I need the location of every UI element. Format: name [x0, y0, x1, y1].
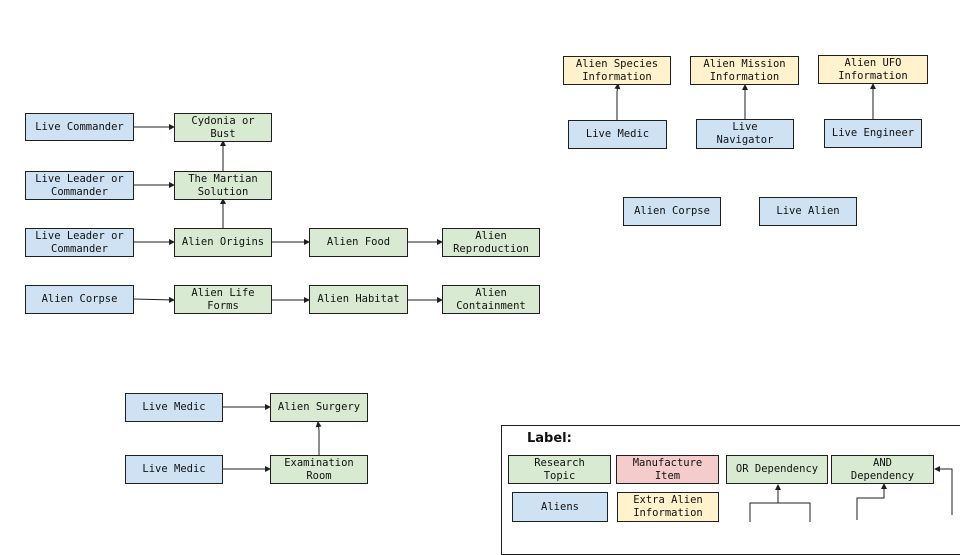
arrow-medic-to-species-info — [614, 83, 621, 120]
node-examination-room: Examination Room — [270, 455, 368, 484]
legend-or-dependency: OR Dependency — [726, 455, 828, 484]
legend-manufacture-item: Manufacture Item — [616, 455, 719, 484]
node-live-engineer: Live Engineer — [824, 119, 922, 148]
node-live-leader-or-commander-1: Live Leader or Commander — [25, 171, 134, 200]
node-live-medic-2: Live Medic — [125, 455, 223, 484]
node-alien-ufo-information: Alien UFO Information — [818, 55, 928, 84]
legend-and-dependency: AND Dependency — [831, 455, 934, 484]
node-alien-habitat: Alien Habitat — [309, 285, 408, 314]
node-the-martian-solution: The Martian Solution — [174, 171, 272, 200]
node-alien-species-information: Alien Species Information — [563, 56, 671, 85]
node-live-medic-1: Live Medic — [125, 393, 223, 422]
legend-extra-alien-information: Extra Alien Information — [617, 492, 719, 522]
dependency-arrows — [132, 83, 953, 522]
legend-research-topic: Research Topic — [508, 455, 611, 484]
arrow-exam-to-surgery — [315, 421, 322, 455]
node-alien-life-forms: Alien Life Forms — [174, 285, 272, 314]
node-live-leader-or-commander-2: Live Leader or Commander — [25, 228, 134, 257]
node-alien-food: Alien Food — [309, 228, 408, 257]
node-alien-surgery: Alien Surgery — [270, 393, 368, 422]
legend-or-dependency-lines — [749, 502, 811, 522]
node-live-navigator: Live Navigator — [696, 119, 794, 149]
legend-and-dependency-right-arrow — [934, 466, 953, 515]
legend-aliens: Aliens — [512, 492, 608, 522]
node-alien-mission-information: Alien Mission Information — [690, 56, 799, 85]
node-alien-reproduction: Alien Reproduction — [442, 228, 540, 257]
node-live-alien: Live Alien — [759, 197, 857, 226]
node-alien-corpse-right: Alien Corpse — [623, 197, 721, 226]
node-alien-origins: Alien Origins — [174, 228, 272, 257]
node-live-medic-top: Live Medic — [568, 120, 667, 149]
node-live-commander: Live Commander — [25, 113, 134, 141]
legend-title: Label: — [527, 431, 572, 446]
node-cydonia-or-bust: Cydonia or Bust — [174, 113, 272, 142]
legend-and-dependency-left-arrow — [856, 483, 887, 520]
node-alien-corpse-left: Alien Corpse — [25, 285, 134, 314]
arrow-corpse-to-lifeforms — [132, 296, 175, 303]
node-alien-containment: Alien Containment — [442, 285, 540, 314]
